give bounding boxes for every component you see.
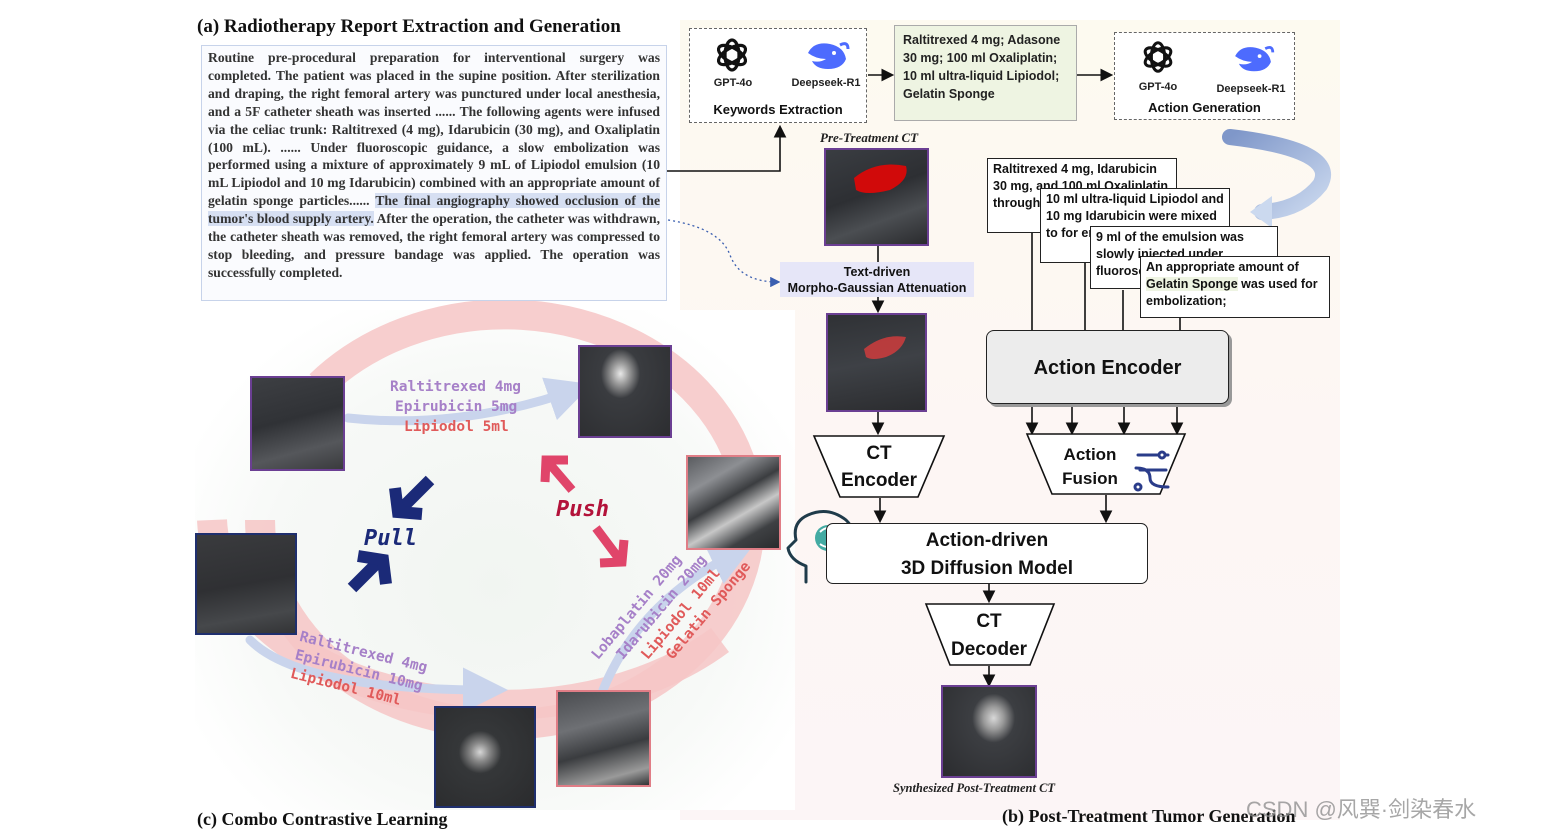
combo-ct-right: [686, 455, 781, 550]
section-b-title: (b) Post-Treatment Tumor Generation: [1002, 806, 1296, 826]
openai-logo-icon: [716, 38, 748, 72]
pull-label: Pull: [364, 526, 417, 551]
radiotherapy-report: Routine pre-procedural preparation for i…: [201, 45, 667, 301]
report-text-part1: Routine pre-procedural preparation for i…: [208, 50, 660, 209]
ct-decoder-label: CT Decoder: [936, 608, 1042, 664]
action-generation-box: GPT-4o Deepseek-R1 Action Generation: [1114, 32, 1295, 120]
openai-logo-icon: [1143, 41, 1173, 73]
highlight-to-attenuation-link: [667, 219, 781, 288]
section-a-title: (a) Radiotherapy Report Extraction and G…: [197, 16, 621, 37]
ct-encoder-label: CT Encoder: [826, 440, 932, 494]
attenuation-line2: Morpho-Gaussian Attenuation: [787, 281, 967, 295]
synthesized-caption: Synthesized Post-Treatment CT: [893, 781, 1056, 795]
pre-treatment-ct-image: [824, 148, 929, 246]
fusion-icon: [1133, 450, 1170, 492]
synthesized-ct-image: [941, 685, 1037, 778]
card4-text-a: An appropriate amount of: [1146, 260, 1299, 274]
ct-encoder-line1: CT: [866, 443, 892, 464]
generation-to-cards-swoosh: [1222, 129, 1332, 220]
combo-ct-left: [195, 533, 297, 635]
ct-encoder-line2: Encoder: [840, 470, 918, 491]
deepseek-whale-icon: [808, 42, 850, 69]
push-arrow-up: [540, 455, 576, 493]
keywords-model2-label: Deepseek-R1: [791, 77, 861, 89]
top-flow-arrow: [343, 377, 593, 426]
card4-text-b: Gelatin Sponge: [1146, 277, 1238, 291]
report-text-part2: After the operation, the catheter was wi…: [208, 211, 660, 280]
right-flow-arrow: [598, 543, 755, 695]
action-encoder: Action Encoder: [986, 330, 1229, 404]
keywords-extraction-box: GPT-4o Deepseek-R1 Keywords Extraction: [689, 28, 867, 123]
action-fusion-line1: Action: [1063, 445, 1117, 464]
extracted-keywords: Raltitrexed 4 mg; Adasone 30 mg; 100 ml …: [894, 25, 1077, 121]
bottom-flow-arrow: [245, 635, 508, 713]
ct-encoder-shape: [812, 435, 946, 498]
diffusion-line2: 3D Diffusion Model: [900, 558, 1074, 579]
attenuated-ct-image: [826, 313, 927, 412]
action-fusion-line2: Fusion: [1062, 469, 1118, 488]
card4-text-c: was used for embolization;: [1146, 277, 1318, 308]
action-fusion-shape: [1025, 433, 1187, 495]
ct-decoder-line2: Decoder: [950, 639, 1028, 660]
diffusion-line1: Action-driven: [925, 530, 1049, 551]
keywords-model1-label: GPT-4o: [713, 77, 753, 89]
diffusion-model: Action-driven 3D Diffusion Model: [826, 523, 1148, 584]
ct-decoder-line1: CT: [976, 611, 1002, 632]
keywords-extraction-label: Keywords Extraction: [713, 102, 843, 117]
combo-top-drug-3: Lipiodol 5ml: [404, 419, 509, 435]
combo-top-drug-2: Epirubicin 5mg: [395, 399, 518, 415]
action-generation-label: Action Generation: [1148, 100, 1261, 115]
combo-ct-top-right: [578, 345, 672, 438]
action-card-4: An appropriate amount of Gelatin Sponge …: [1140, 256, 1330, 318]
report-to-extraction-arrow: [667, 124, 787, 172]
generation-model2-label: Deepseek-R1: [1216, 83, 1286, 95]
push-label: Push: [556, 497, 609, 522]
combo-ct-bottom-right: [556, 690, 651, 787]
pre-treatment-caption: Pre-Treatment CT: [820, 130, 919, 145]
push-arrow-down: [592, 525, 629, 568]
pull-arrow-bottom: [347, 550, 392, 593]
watermark: CSDN @风巽·剑染春水: [1246, 797, 1477, 822]
section-c-title: (c) Combo Contrastive Learning: [197, 809, 448, 829]
pull-arrow-top: [389, 475, 435, 520]
ct-decoder-shape: [924, 603, 1056, 666]
generation-model1-label: GPT-4o: [1138, 81, 1178, 93]
attenuation-line1: Text-driven: [843, 265, 911, 279]
combo-ct-top-left: [250, 376, 345, 471]
combo-top-drug-1: Raltitrexed 4mg: [390, 379, 521, 395]
attenuation-label: Text-driven Morpho-Gaussian Attenuation: [780, 262, 974, 297]
deepseek-whale-icon: [1235, 46, 1275, 72]
combo-ct-bottom: [434, 706, 536, 808]
action-fusion-label: Action Fusion: [1052, 443, 1128, 491]
